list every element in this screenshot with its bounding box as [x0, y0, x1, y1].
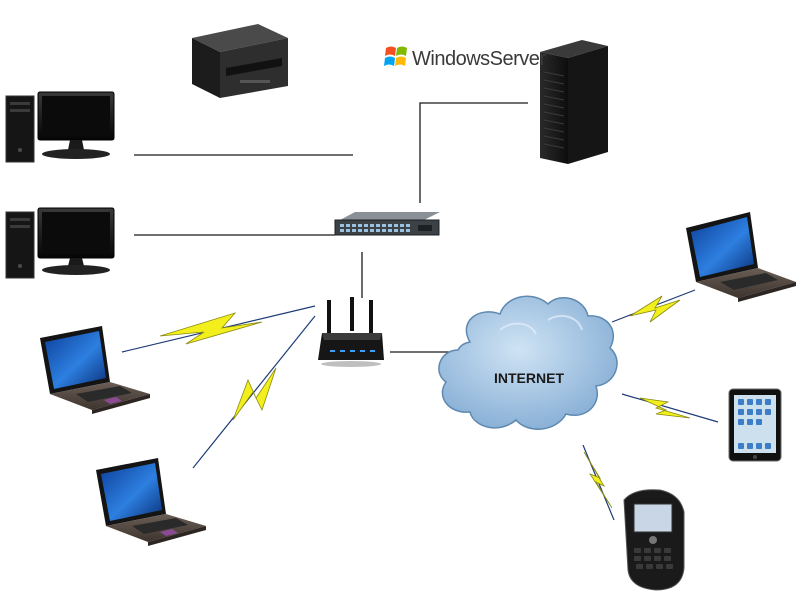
lightning-bolt-icon: [159, 312, 263, 345]
internet-label: INTERNET: [494, 370, 564, 386]
laptop-icon: [40, 326, 150, 414]
lightning-bolt-icon: [639, 397, 691, 419]
wireless-link-phone: [582, 444, 615, 521]
windows-server-text: WindowsServer: [412, 48, 546, 70]
wireless-link-laptop-left-1: [121, 305, 316, 353]
server-tower-icon: [540, 40, 608, 164]
desktop-computer-icon: [5, 207, 115, 279]
wireless-links: [121, 289, 719, 521]
wireless-link-laptop-left-2: [192, 315, 316, 469]
windows-server-mark: .: [545, 49, 549, 60]
lightning-bolt-icon: [629, 295, 681, 323]
network-switch-icon: [334, 212, 440, 236]
windows-server-label: WindowsServer.: [412, 48, 548, 71]
tablet-icon: [728, 388, 782, 462]
laptop-icon: [686, 212, 796, 302]
wireless-link-laptop-right: [611, 289, 696, 323]
windows-logo-icon: [384, 46, 407, 66]
internet-cloud: INTERNET: [438, 295, 618, 430]
wireless-link-tablet: [621, 393, 719, 423]
printer-icon: [192, 24, 288, 98]
lightning-bolt-icon: [232, 367, 277, 421]
smartphone-icon: [623, 489, 685, 591]
lightning-bolt-icon: [583, 451, 613, 509]
wired-links: [134, 102, 528, 353]
desktop-computer-icon: [5, 91, 115, 163]
laptop-icon: [96, 458, 206, 546]
wireless-router-icon: [318, 297, 384, 367]
link-switch-server: [419, 102, 528, 203]
